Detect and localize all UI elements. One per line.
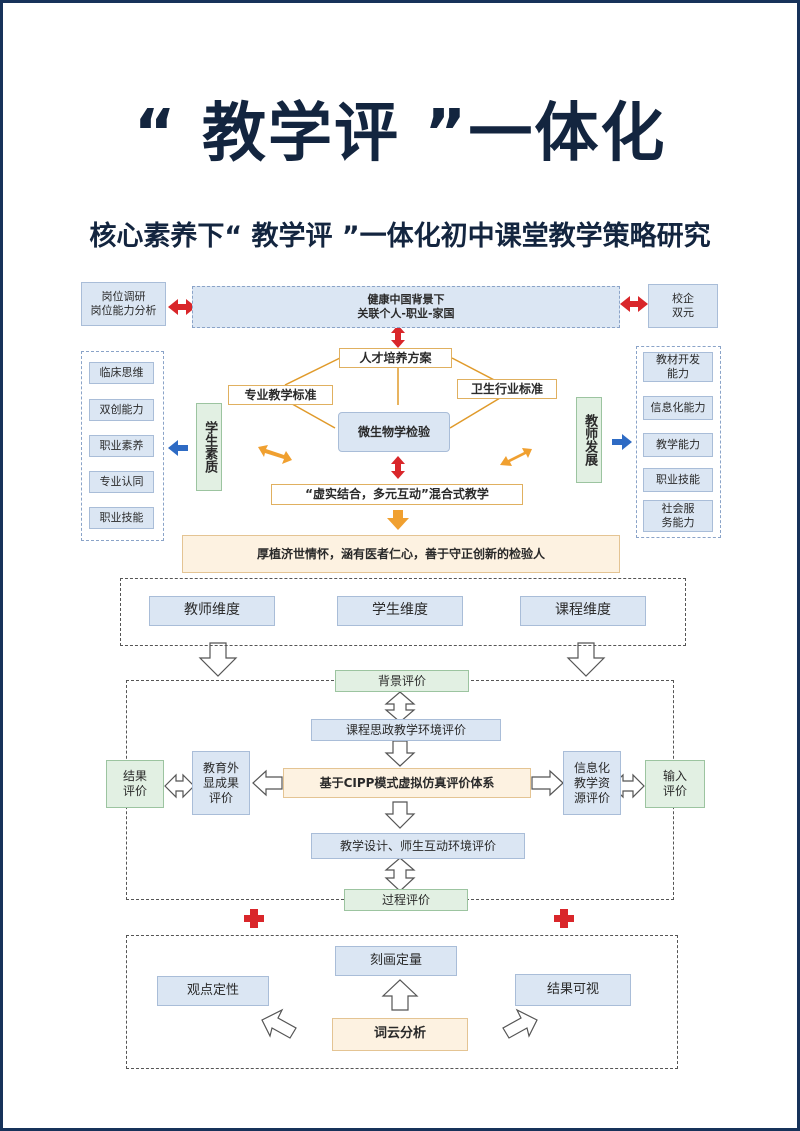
left-panel-item: 临床思维: [89, 362, 154, 384]
course-dimension-box: 课程维度: [520, 596, 646, 626]
teacher-development-panel: [636, 346, 721, 538]
teacher-development-label: 教师发展: [576, 397, 602, 483]
talent-plan-box: 人才培养方案: [339, 348, 452, 368]
microbiology-core-box: 微生物学检验: [338, 412, 450, 452]
teacher-dimension-box: 教师维度: [149, 596, 275, 626]
left-panel-item: 双创能力: [89, 399, 154, 421]
right-panel-item: 信息化能力: [643, 396, 713, 420]
health-china-banner: 健康中国背景下 关联个人-职业-家国: [192, 286, 620, 328]
job-research-box: 岗位调研 岗位能力分析: [81, 282, 166, 326]
mixed-teaching-box: “虚实结合，多元互动”混合式教学: [271, 484, 523, 505]
red-plus-left: [244, 909, 264, 928]
analysis-container: [126, 935, 678, 1069]
student-dimension-box: 学生维度: [337, 596, 463, 626]
right-panel-item: 教学能力: [643, 433, 713, 457]
page-title: “ 教学评 ”一体化: [133, 97, 667, 171]
hollow-arrow-upright-visual: [502, 1008, 538, 1039]
orange-double-arrow-right: [500, 448, 532, 466]
info-resource-evaluation-box: 信息化 教学资 源评价: [563, 751, 621, 815]
design-interaction-evaluation-box: 教学设计、师生互动环境评价: [311, 833, 525, 859]
hollow-arrow-down-3: [384, 801, 416, 829]
blue-arrow-right: [612, 434, 632, 450]
orange-down-arrow: [387, 510, 409, 530]
background-evaluation-box: 背景评价: [335, 670, 469, 692]
input-evaluation-box: 输入 评价: [645, 760, 705, 808]
process-evaluation-box: 过程评价: [344, 889, 468, 911]
red-vertical-arrow-top: [391, 325, 405, 348]
hollow-arrow-upleft-viewpoint: [261, 1008, 297, 1039]
right-panel-item: 社会服 务能力: [643, 500, 713, 532]
left-panel-item: 职业素养: [89, 435, 154, 457]
professional-standard-box: 专业教学标准: [228, 385, 333, 405]
red-double-arrow-left: [168, 299, 196, 315]
portray-quantitative-box: 刻画定量: [335, 946, 457, 976]
orange-double-arrow-left: [258, 445, 292, 464]
left-panel-item: 职业技能: [89, 507, 154, 529]
red-plus-right: [554, 909, 574, 928]
course-environment-evaluation-box: 课程思政教学环境评价: [311, 719, 501, 741]
student-quality-panel: [81, 351, 164, 541]
page-subtitle: 核心素养下“ 教学评 ”一体化初中课堂教学策略研究: [89, 221, 711, 252]
result-visual-box: 结果可视: [515, 974, 631, 1006]
dimensions-container: [120, 578, 686, 646]
result-evaluation-box: 结果 评价: [106, 760, 164, 808]
left-panel-item: 专业认同: [89, 471, 154, 493]
cipp-system-box: 基于CIPP模式虚拟仿真评价体系: [283, 768, 531, 798]
hollow-arrow-down-right: [566, 642, 606, 677]
red-double-arrow-right: [620, 296, 648, 312]
goal-box: 厚植济世情怀，涵有医者仁心，善于守正创新的检验人: [182, 535, 620, 573]
hollow-arrow-down-2: [384, 740, 416, 767]
outcome-evaluation-box: 教育外 显成果 评价: [192, 751, 250, 815]
word-cloud-analysis-box: 词云分析: [332, 1018, 468, 1051]
viewpoint-qualitative-box: 观点定性: [157, 976, 269, 1006]
right-panel-item: 教材开发 能力: [643, 352, 713, 382]
student-quality-label: 学生素质: [196, 403, 222, 491]
red-vertical-arrow-mid: [391, 456, 405, 479]
blue-arrow-left: [168, 440, 188, 456]
health-industry-standard-box: 卫生行业标准: [457, 379, 557, 399]
hollow-arrow-left-outcome: [252, 769, 283, 797]
hollow-arrow-down-left: [198, 642, 238, 677]
school-enterprise-box: 校企 双元: [648, 284, 718, 328]
hollow-arrow-right-info: [531, 769, 564, 797]
hollow-arrow-up-portray: [381, 979, 419, 1011]
right-panel-item: 职业技能: [643, 468, 713, 492]
